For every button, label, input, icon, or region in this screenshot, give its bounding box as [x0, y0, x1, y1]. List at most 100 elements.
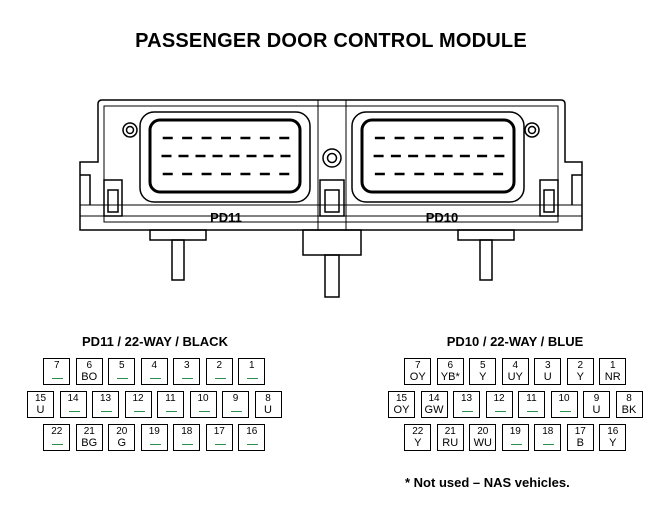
pin-number: 2: [577, 360, 584, 371]
pin-wire-color: U: [264, 404, 272, 416]
pd10-connector-shell: [351, 111, 525, 203]
pd11-pin-13: 13: [92, 391, 119, 418]
unused-pin-mark: [527, 411, 538, 412]
pin-wire-color: OY: [393, 404, 410, 416]
pin-number: 19: [509, 426, 521, 437]
pin-number: 14: [67, 393, 79, 404]
pin-number: 9: [593, 393, 600, 404]
pin-number: 21: [83, 426, 95, 437]
pin-number: 17: [213, 426, 225, 437]
mount-hole-left: [122, 122, 138, 138]
unused-pin-mark: [68, 411, 80, 412]
pin-number: 16: [607, 426, 619, 437]
unused-pin-mark: [149, 444, 161, 445]
unused-pin-mark: [231, 411, 242, 412]
pin-number: 19: [148, 426, 160, 437]
pd11-pin-14: 14: [59, 391, 87, 418]
pin-wire-color: UY: [507, 371, 523, 383]
pin-wire-color: U: [543, 371, 552, 383]
pd11-module-label: PD11: [210, 210, 242, 225]
pin-wire-color: Y: [479, 371, 487, 383]
pin-number: 20: [477, 426, 489, 437]
pin-wire-color: YB*: [440, 371, 460, 383]
pin-number: 15: [34, 393, 47, 404]
pin-number: 6: [86, 360, 93, 371]
pin-number: 14: [428, 393, 440, 404]
unused-pin-mark: [510, 444, 522, 445]
unused-pin-mark: [559, 411, 571, 412]
pin-wire-color: OY: [409, 371, 426, 383]
pin-wire-color: B: [576, 437, 584, 449]
pin-number: 20: [116, 426, 128, 437]
pd11-pin-10: 10: [189, 391, 217, 418]
pin-number: 5: [118, 360, 125, 371]
pin-number: 12: [493, 393, 505, 404]
pin-wire-color: Y: [414, 437, 422, 449]
pd10-connector-face: [360, 118, 516, 194]
pin-number: 4: [512, 360, 519, 371]
pin-number: 11: [526, 393, 537, 404]
mount-hole-center: [322, 148, 342, 168]
module-drawing: PD11 PD10: [79, 99, 583, 298]
pin-wire-color: RU: [442, 437, 459, 449]
pin-number: 1: [248, 360, 255, 371]
pd10-pin-12: 12: [485, 391, 513, 418]
pin-wire-color: Y: [576, 371, 584, 383]
pin-number: 12: [132, 393, 144, 404]
pd11-pin-16: 16: [238, 424, 266, 451]
pd10-module-label: PD10: [426, 210, 459, 225]
pd11-connector-title: PD11 / 22-WAY / BLACK: [82, 334, 228, 349]
pin-number: 15: [395, 393, 408, 404]
pd11-pin-17: 17: [205, 424, 233, 451]
pin-number: 3: [544, 360, 551, 371]
pd11-pin-4: 4: [140, 358, 168, 385]
pd11-connector-face: [148, 118, 302, 194]
pd10-pin-13: 13: [453, 391, 480, 418]
pin-number: 22: [51, 426, 63, 437]
pin-number: 7: [53, 360, 60, 371]
footnote: * Not used – NAS vehicles.: [405, 475, 570, 490]
unused-pin-mark: [52, 444, 64, 445]
pin-number: 3: [183, 360, 190, 371]
pd11-pin-12: 12: [124, 391, 152, 418]
pin-number: 13: [460, 393, 473, 404]
pd11-pin-11: 11: [157, 391, 184, 418]
center-boss: [302, 229, 362, 256]
pin-number: 10: [558, 393, 570, 404]
pin-wire-color: BK: [621, 404, 637, 416]
pd11-connector-shell: [139, 111, 311, 203]
pin-number: 8: [626, 393, 632, 404]
pd11-pin-2: 2: [205, 358, 233, 385]
pin-wire-color: U: [592, 404, 601, 416]
pin-number: 5: [479, 360, 486, 371]
pd10-pin-18: 18: [534, 424, 562, 451]
pin-wire-color: GW: [424, 404, 444, 416]
unused-pin-mark: [101, 411, 112, 412]
pin-wire-color: NR: [604, 371, 621, 383]
pd10-pin-10: 10: [550, 391, 578, 418]
unused-pin-mark: [247, 444, 259, 445]
unused-pin-mark: [149, 378, 161, 379]
pd10-connector-title: PD10 / 22-WAY / BLUE: [446, 334, 584, 349]
pin-number: 18: [542, 426, 554, 437]
unused-pin-mark: [52, 378, 64, 379]
pin-number: 2: [216, 360, 223, 371]
pd10-pin-11: 11: [518, 391, 545, 418]
pd11-pin-9: 9: [222, 391, 249, 418]
unused-pin-mark: [214, 444, 226, 445]
pin-number: 21: [444, 426, 456, 437]
pin-number: 17: [574, 426, 586, 437]
